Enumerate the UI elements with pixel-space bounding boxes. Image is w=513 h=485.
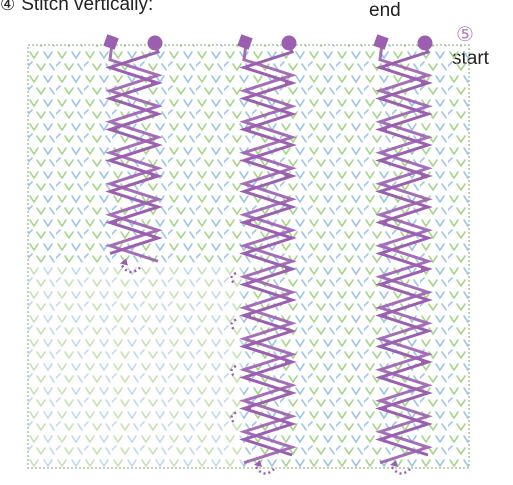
start-marker-icon (282, 36, 297, 51)
start-marker-icon (148, 36, 163, 51)
start-marker-icon (418, 36, 433, 51)
fabric-lower-left (28, 262, 243, 468)
